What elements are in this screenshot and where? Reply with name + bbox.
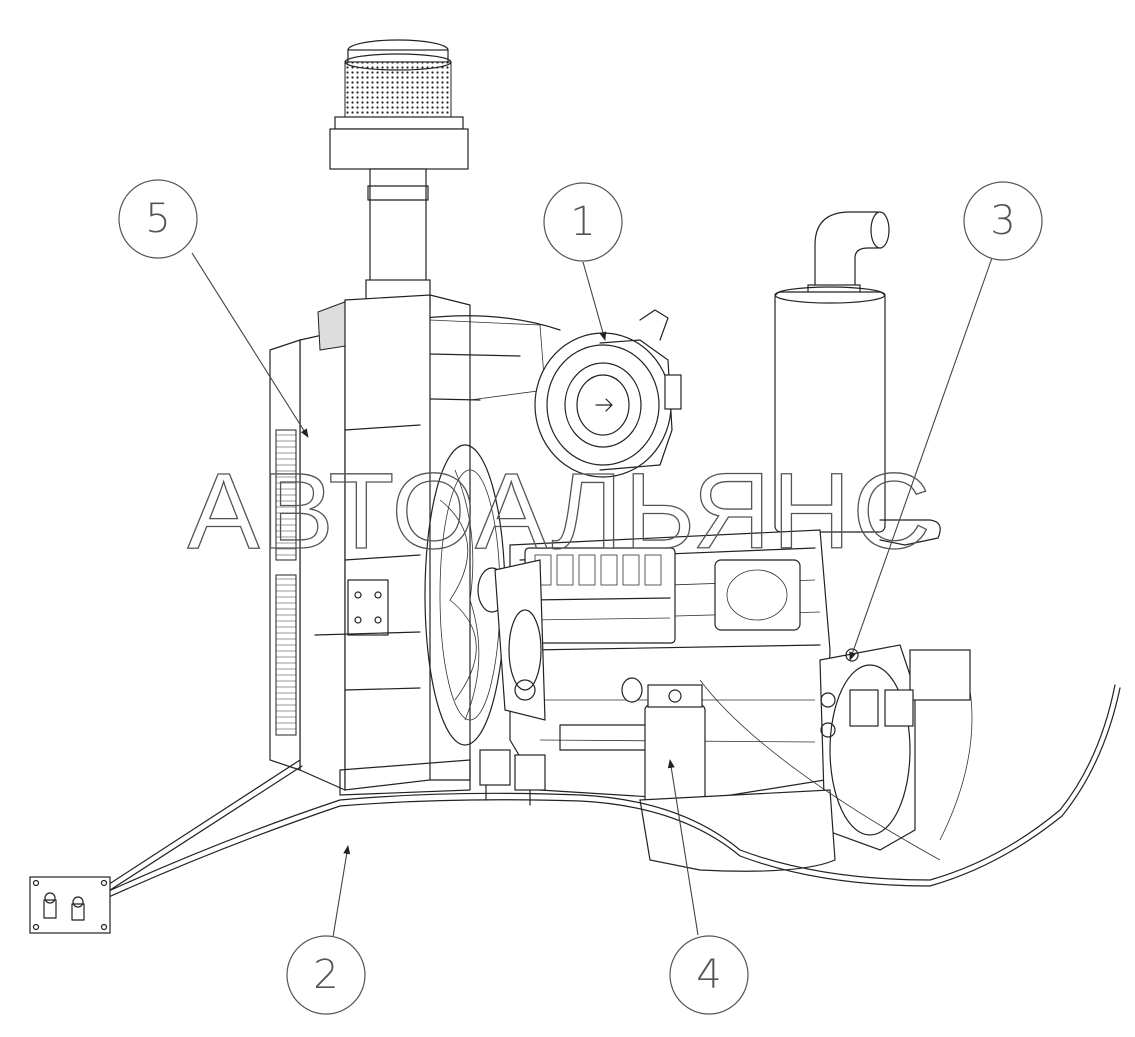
callout-3-label: 3 xyxy=(990,198,1015,244)
fuel-filter xyxy=(621,677,706,811)
control-panel-plate xyxy=(29,876,111,934)
leader-1 xyxy=(582,261,607,341)
watermark-text: АВТОАЛЬЯНС xyxy=(188,450,933,571)
exhaust-elbow xyxy=(807,211,890,298)
alternator xyxy=(714,559,801,631)
leader-5 xyxy=(191,252,309,438)
callout-4-label: 4 xyxy=(696,952,721,998)
leader-4 xyxy=(667,759,699,936)
callout-5: 5 xyxy=(118,179,198,259)
callout-3: 3 xyxy=(963,181,1043,261)
pre-cleaner-cap xyxy=(329,39,469,170)
leader-3 xyxy=(849,257,993,661)
flywheel-housing xyxy=(819,644,971,851)
leader-2 xyxy=(332,845,351,938)
muffler xyxy=(774,286,941,546)
callout-2-label: 2 xyxy=(313,952,338,998)
wiring-harness xyxy=(99,679,1121,901)
radiator-shroud xyxy=(269,299,353,791)
callout-1-label: 1 xyxy=(570,199,595,245)
oil-pan xyxy=(639,789,836,872)
callout-1: 1 xyxy=(543,182,623,262)
radiator-core xyxy=(314,294,471,796)
callout-5-label: 5 xyxy=(145,196,170,242)
air-cleaner-housing xyxy=(534,309,682,478)
engine-mounts xyxy=(479,689,914,806)
callout-4: 4 xyxy=(669,935,749,1015)
engine-front-cover xyxy=(494,559,546,721)
callout-2: 2 xyxy=(286,935,366,1015)
leader-lines xyxy=(191,252,993,938)
